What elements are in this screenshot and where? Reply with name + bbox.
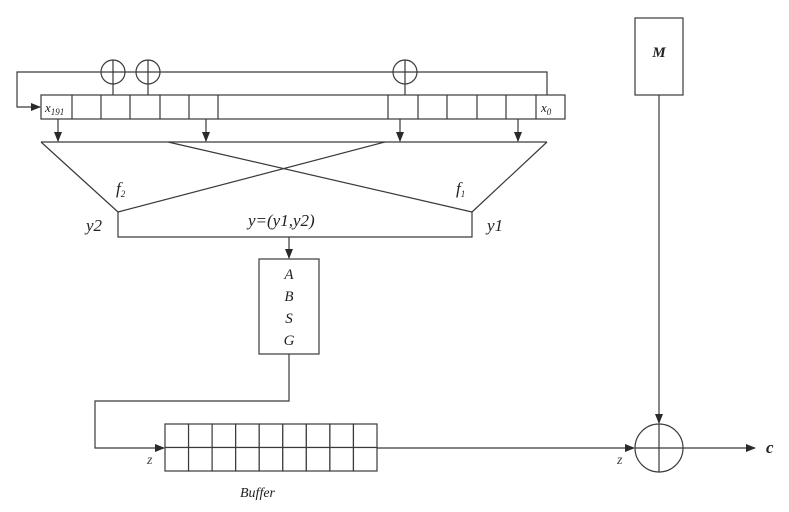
absg-box <box>258 258 320 355</box>
absg-label: A B S G <box>259 264 319 352</box>
f2-index: 2 <box>120 189 126 199</box>
shift-register <box>40 94 566 120</box>
register-msb-index: 191 <box>50 107 65 117</box>
buffer-cell <box>282 423 307 449</box>
buffer-cell <box>258 446 284 472</box>
register-lsb-label: x0 <box>541 101 551 117</box>
buffer-cell <box>352 446 378 472</box>
absg-to-buffer-line <box>94 354 290 452</box>
buffer-input-label: z <box>147 453 153 468</box>
xor-tap-2 <box>135 59 161 85</box>
absg-line-b: B <box>284 289 294 305</box>
xor-input-z-label: z <box>617 453 623 468</box>
buffer <box>164 423 378 472</box>
register-msb-label: x191 <box>45 101 64 117</box>
message-label: M <box>652 45 666 61</box>
filter-functions <box>40 141 548 238</box>
buffer-cell <box>352 423 378 449</box>
buffer-cell <box>329 423 355 449</box>
buffer-cell <box>329 446 355 472</box>
buffer-cell <box>305 423 331 449</box>
xor-tap-1 <box>100 59 126 85</box>
buffer-cell <box>164 423 190 449</box>
buffer-cell <box>282 446 307 472</box>
f1-var: f <box>456 179 461 198</box>
f2-var: f <box>116 179 121 198</box>
buffer-cell <box>258 423 284 449</box>
xor-tap-3 <box>392 59 418 85</box>
y1-label: y1 <box>487 216 504 235</box>
ciphertext-label: c <box>766 438 774 457</box>
y2-label: y2 <box>86 216 103 235</box>
absg-line-s: S <box>285 311 293 327</box>
f2-label: f2 <box>116 180 125 199</box>
f1-index: 1 <box>460 189 466 199</box>
buffer-cell <box>187 423 213 449</box>
buffer-cell <box>211 446 237 472</box>
absg-line-g: G <box>283 333 295 349</box>
register-lsb-index: 0 <box>546 107 552 117</box>
buffer-cell <box>164 446 190 472</box>
combined-output-label: y=(y1,y2) <box>248 211 315 230</box>
buffer-cell <box>235 423 260 449</box>
message-box <box>634 17 684 96</box>
tap-arrows <box>54 119 522 142</box>
buffer-cell <box>305 446 331 472</box>
buffer-cell <box>235 446 260 472</box>
buffer-label: Buffer <box>240 486 275 501</box>
absg-line-a: A <box>284 267 294 283</box>
register-lsb-var: x <box>541 100 547 115</box>
buffer-cell <box>187 446 213 472</box>
output-xor <box>634 423 684 473</box>
f1-label: f1 <box>456 180 465 199</box>
register-msb-var: x <box>45 100 51 115</box>
buffer-cell <box>211 423 237 449</box>
